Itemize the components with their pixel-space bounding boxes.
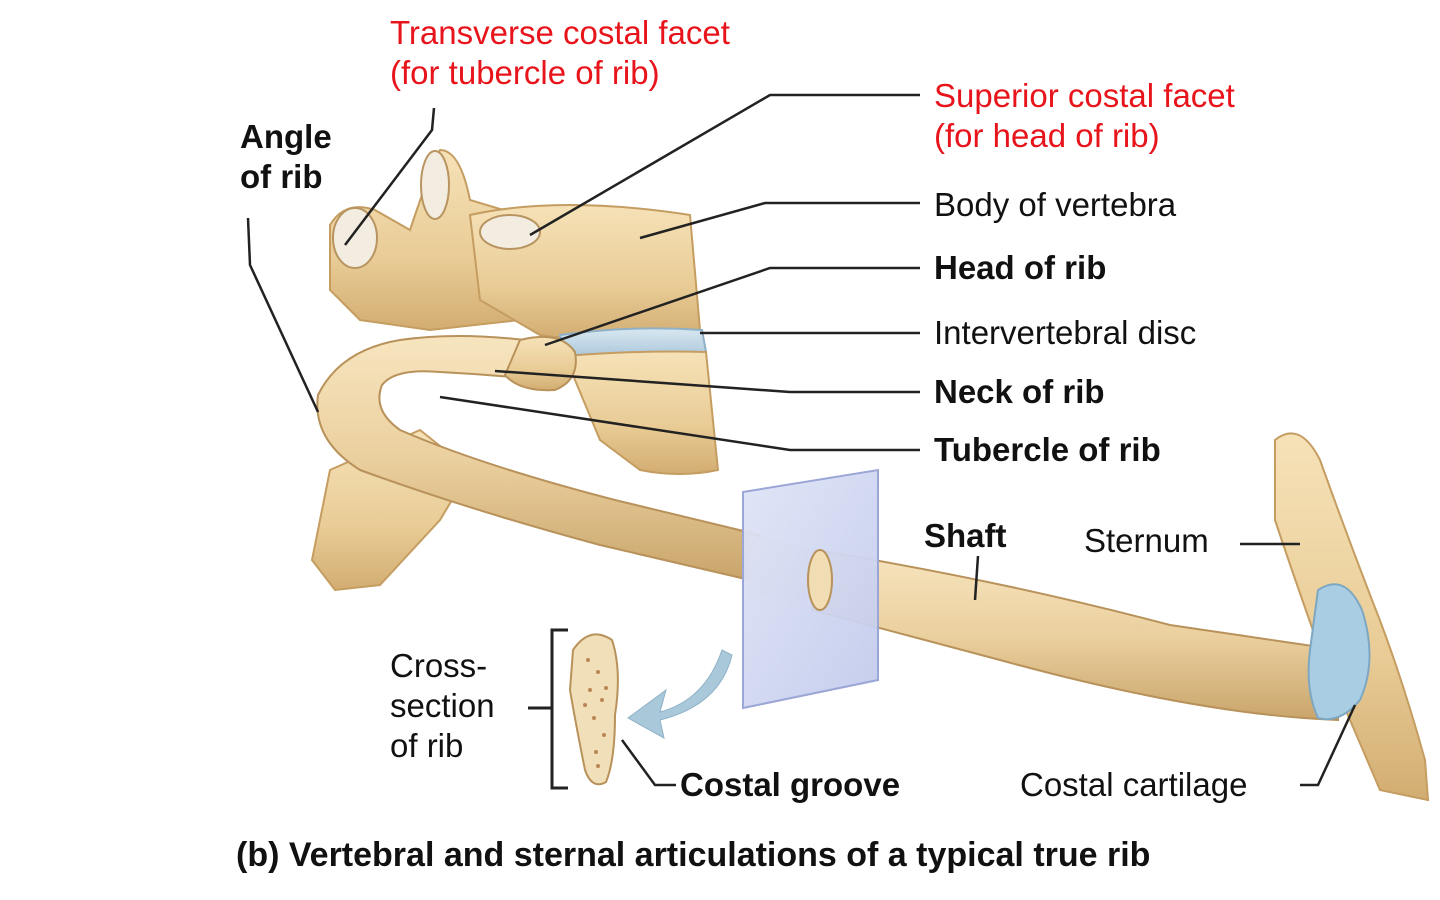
superior-costal-facet <box>479 214 541 250</box>
label-body-of-vertebra: Body of vertebra <box>934 186 1177 223</box>
section-arrow <box>627 649 733 739</box>
label-neck-of-rib: Neck of rib <box>934 373 1105 410</box>
label-cross-section-3: of rib <box>390 727 464 764</box>
label-cross-section-1: Cross- <box>390 647 488 684</box>
bracket <box>550 628 568 790</box>
label-intervertebral-disc: Intervertebral disc <box>934 314 1197 351</box>
label-sternum: Sternum <box>1084 522 1209 559</box>
label-transverse-costal-facet-2: (for tubercle of rib) <box>390 54 660 91</box>
label-angle-of-rib-1: Angle <box>240 118 332 155</box>
label-cross-section-2: section <box>390 687 495 724</box>
label-tubercle-of-rib: Tubercle of rib <box>934 431 1161 468</box>
rib-shaft-posterior <box>316 335 762 582</box>
label-head-of-rib: Head of rib <box>934 249 1107 286</box>
costal-cartilage <box>1307 583 1371 721</box>
transverse-costal-facet <box>332 207 378 269</box>
label-transverse-costal-facet-1: Transverse costal facet <box>390 14 730 51</box>
label-superior-costal-facet-1: Superior costal facet <box>934 77 1235 114</box>
sternum <box>1274 432 1430 802</box>
figure-caption: (b) Vertebral and sternal articulations … <box>236 836 1151 874</box>
leader-lines <box>246 93 1357 787</box>
label-costal-cartilage: Costal cartilage <box>1020 766 1248 803</box>
label-angle-of-rib-2: of rib <box>240 158 323 195</box>
rib-cross-section <box>528 628 619 790</box>
label-superior-costal-facet-2: (for head of rib) <box>934 117 1160 154</box>
rib-shaft-anterior <box>810 548 1342 722</box>
label-costal-groove: Costal groove <box>680 766 901 803</box>
label-shaft: Shaft <box>924 517 1007 554</box>
